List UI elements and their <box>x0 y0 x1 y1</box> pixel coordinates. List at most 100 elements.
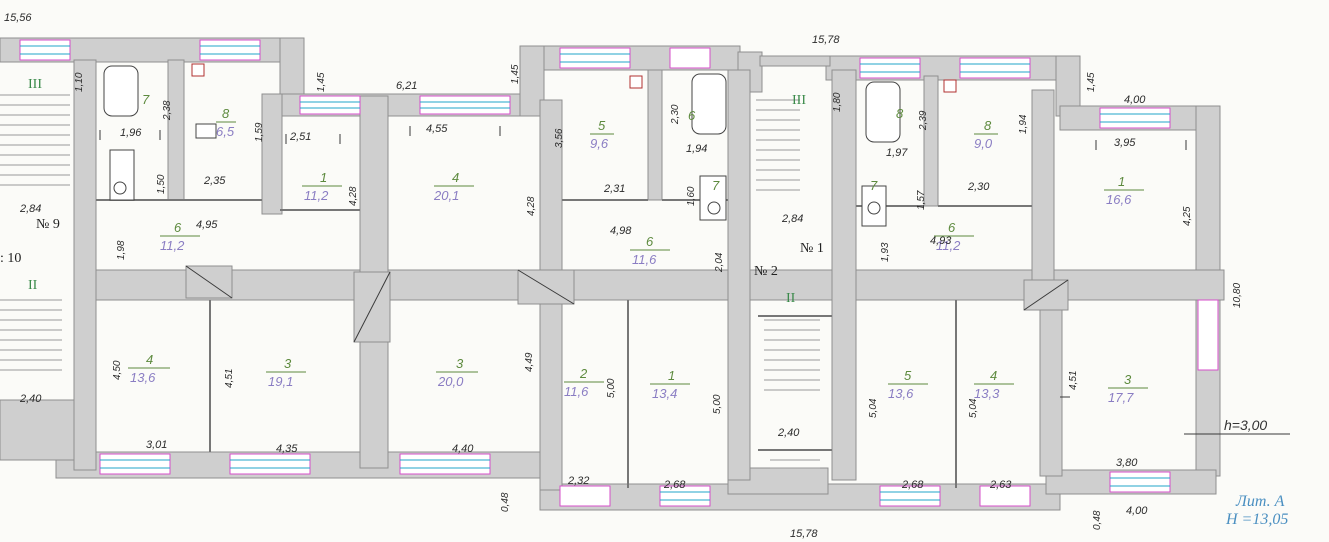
dim: 2,30 <box>967 181 990 193</box>
room-number: 6 <box>688 108 696 123</box>
dim: 3,95 <box>1114 137 1136 149</box>
room-number: 5 <box>904 368 912 383</box>
dim: 4,93 <box>930 235 952 247</box>
dim: 2,84 <box>19 203 41 215</box>
room-number: 3 <box>284 356 292 371</box>
room-area: 20,1 <box>433 188 459 203</box>
room-number: 3 <box>1124 372 1132 387</box>
dim: 2,31 <box>603 183 625 195</box>
room-area: 16,6 <box>1106 192 1132 207</box>
partitions <box>96 199 1032 488</box>
room-area: 11,6 <box>564 384 589 399</box>
room-number: 4 <box>452 170 459 185</box>
room-area: 17,7 <box>1108 390 1134 405</box>
dim: 5,00 <box>606 378 617 398</box>
fixtures <box>103 63 957 227</box>
stair-label-mid: III <box>792 93 806 108</box>
dim: 1,97 <box>886 147 908 159</box>
apartment-label-9: № 9 <box>36 217 60 232</box>
dim: 4,49 <box>524 352 535 372</box>
dim: 2,38 <box>162 100 173 121</box>
room-area: 9,6 <box>590 136 609 151</box>
room-labels: 7 8 6,5 6 11,2 1 11,2 4 20,1 5 9,6 6 7 6… <box>128 92 1148 405</box>
room-number: 4 <box>990 368 997 383</box>
dim: 1,10 <box>74 72 85 92</box>
room-area: 11,2 <box>304 188 329 203</box>
dim: 5,04 <box>868 398 879 418</box>
dim: 2,30 <box>670 104 681 125</box>
dim: 2,32 <box>567 475 589 487</box>
apartment-label-1: № 1 <box>800 241 824 256</box>
room-area: 11,6 <box>632 252 657 267</box>
room-number: 1 <box>668 368 675 383</box>
dimension-ticks <box>99 126 1290 435</box>
dim: 4,95 <box>196 219 218 231</box>
room-area: 13,6 <box>130 370 156 385</box>
dim: 1,96 <box>120 127 142 139</box>
dim-bottom-right: 4,00 <box>1126 505 1148 517</box>
room-area: 11,2 <box>936 238 961 253</box>
dim: 1,45 <box>1086 72 1097 92</box>
dim: 4,51 <box>1068 371 1079 390</box>
room-area: 9,0 <box>974 136 993 151</box>
apartment-label-2: № 2 <box>754 264 778 279</box>
dim: 4,51 <box>224 369 235 388</box>
dim-top-6-21: 6,21 <box>396 80 417 92</box>
room-number: 7 <box>712 178 720 193</box>
dim: 5,04 <box>968 398 979 418</box>
dim: 2,51 <box>289 131 311 143</box>
room-number: 8 <box>896 106 904 121</box>
dim: 2,68 <box>901 479 924 491</box>
room-number: 7 <box>142 92 150 107</box>
dim: 1,45 <box>510 64 521 84</box>
dim: 4,55 <box>426 123 448 135</box>
stair-number-left: : 10 <box>0 251 21 266</box>
chimneys <box>185 265 1069 343</box>
room-area: 13,3 <box>974 386 1000 401</box>
dim: 2,35 <box>203 175 226 187</box>
dim: 3,80 <box>1116 457 1138 469</box>
room-number: 6 <box>174 220 182 235</box>
dim: 2,63 <box>989 479 1012 491</box>
dim: 4,28 <box>348 186 359 206</box>
dim: 2,40 <box>19 393 42 405</box>
room-number: 1 <box>320 170 327 185</box>
dim: 4,98 <box>610 225 632 237</box>
room-number: 6 <box>948 220 956 235</box>
room-area: 11,2 <box>160 238 185 253</box>
dim: 4,25 <box>1182 206 1193 226</box>
dim: 1,57 <box>916 190 927 210</box>
dim: 1,94 <box>1018 114 1029 134</box>
dim: 4,35 <box>276 443 298 455</box>
dim-top-left: 15,56 <box>4 12 32 24</box>
ceiling-height-label: h=3,00 <box>1224 417 1267 433</box>
room-area: 20,0 <box>437 374 464 389</box>
walls <box>0 37 1225 511</box>
interior-dimensions: 1,96 2,38 1,59 2,35 4,95 2,84 1,98 1,50 … <box>19 64 1243 491</box>
room-number: 7 <box>870 178 878 193</box>
dim: 2,39 <box>918 110 929 131</box>
dim: 3,56 <box>554 128 565 148</box>
stamp-line-1: Лит. А <box>1235 493 1285 510</box>
stair-label-left-lower: II <box>28 278 38 293</box>
dim: 1,60 <box>686 186 697 206</box>
dim: 2,04 <box>714 252 725 273</box>
dim: 3,01 <box>146 439 167 451</box>
room-area: 6,5 <box>216 124 235 139</box>
dim: 5,00 <box>712 394 723 414</box>
dim-bottom-middle: 15,78 <box>790 528 818 540</box>
dim: 2,84 <box>781 213 803 225</box>
staircases <box>0 94 820 469</box>
room-area: 13,4 <box>652 386 677 401</box>
dim: 1,59 <box>254 122 265 142</box>
dim: 10,80 <box>1232 283 1243 308</box>
dim: 1,50 <box>156 174 167 194</box>
stamp-line-2: Н =13,05 <box>1225 511 1288 528</box>
dim: 2,68 <box>663 479 686 491</box>
dim: 1,45 <box>316 72 327 92</box>
dim-top-middle: 15,78 <box>812 34 840 46</box>
room-number: 4 <box>146 352 153 367</box>
dim: 4,50 <box>112 360 123 380</box>
dim: 1,98 <box>116 240 127 260</box>
